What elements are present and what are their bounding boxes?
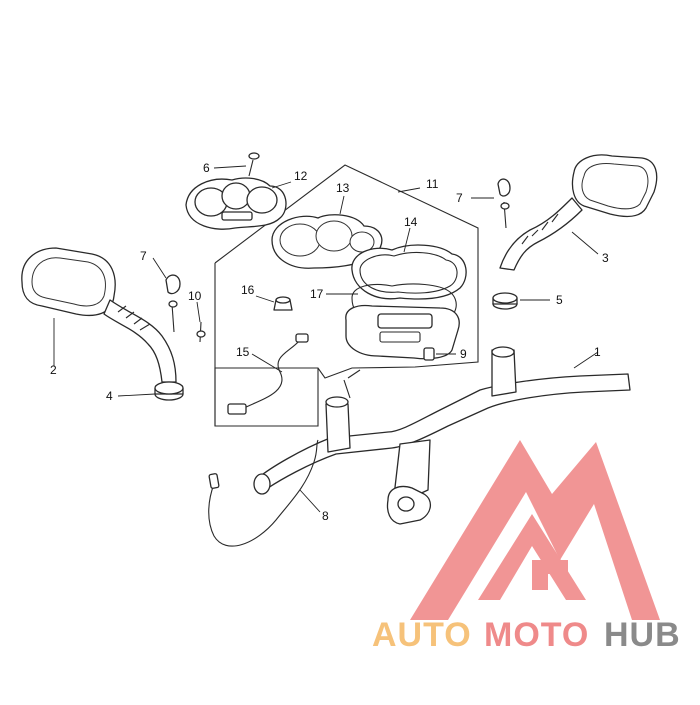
callout-17: 17 (310, 287, 324, 301)
logo-triangle-inner (478, 514, 586, 600)
callout-13: 13 (336, 181, 350, 195)
part-8-cable (208, 439, 319, 547)
part-3-right-mirror (499, 154, 658, 271)
callout-2: 2 (50, 363, 57, 377)
callout-4: 4 (106, 389, 113, 403)
watermark-text: AUTO MOTO HUB (372, 616, 681, 654)
part-11-instrument-unit (345, 304, 460, 360)
watermark-text-moto: MOTO (484, 616, 589, 654)
part-4-nut (154, 381, 184, 401)
part-9-clip (423, 347, 435, 361)
watermark-logo (410, 440, 660, 620)
watermark-text-hub: HUB (604, 616, 681, 654)
callout-9: 9 (460, 347, 467, 361)
logo-hook (532, 560, 568, 590)
logo-triangle-outer (410, 440, 660, 620)
callout-8: 8 (322, 509, 329, 523)
callout-15: 15 (236, 345, 250, 359)
part-13-dial-face (271, 214, 383, 269)
callout-11: 11 (426, 177, 439, 191)
part-12-bezel (185, 177, 287, 230)
callout-14: 14 (404, 215, 418, 229)
part-6-screw (248, 152, 260, 177)
callout-3: 3 (602, 251, 609, 265)
callout-7-right: 7 (456, 191, 463, 205)
callout-6: 6 (203, 161, 210, 175)
part-5-nut (492, 292, 518, 310)
watermark-text-auto: AUTO (372, 616, 472, 654)
callout-5: 5 (556, 293, 563, 307)
instrument-group-outline (214, 164, 479, 427)
callout-1: 1 (594, 345, 601, 359)
callout-10: 10 (188, 289, 202, 303)
callout-numbers: 1 2 3 4 5 6 7 7 8 9 10 11 12 13 14 15 16… (50, 161, 609, 523)
leader-lines (53, 165, 599, 513)
part-7-right-screw (497, 178, 511, 229)
part-7-left-screw (165, 274, 181, 333)
part-2-left-mirror (21, 247, 177, 383)
part-15-wiring (227, 333, 309, 415)
callout-12: 12 (294, 169, 308, 183)
callout-7-left: 7 (140, 249, 147, 263)
callout-16: 16 (241, 283, 255, 297)
part-14-housing (351, 244, 467, 300)
part-16-grommet (273, 296, 293, 311)
part-10-screw (196, 321, 206, 343)
part-1-handlebar (253, 346, 631, 525)
